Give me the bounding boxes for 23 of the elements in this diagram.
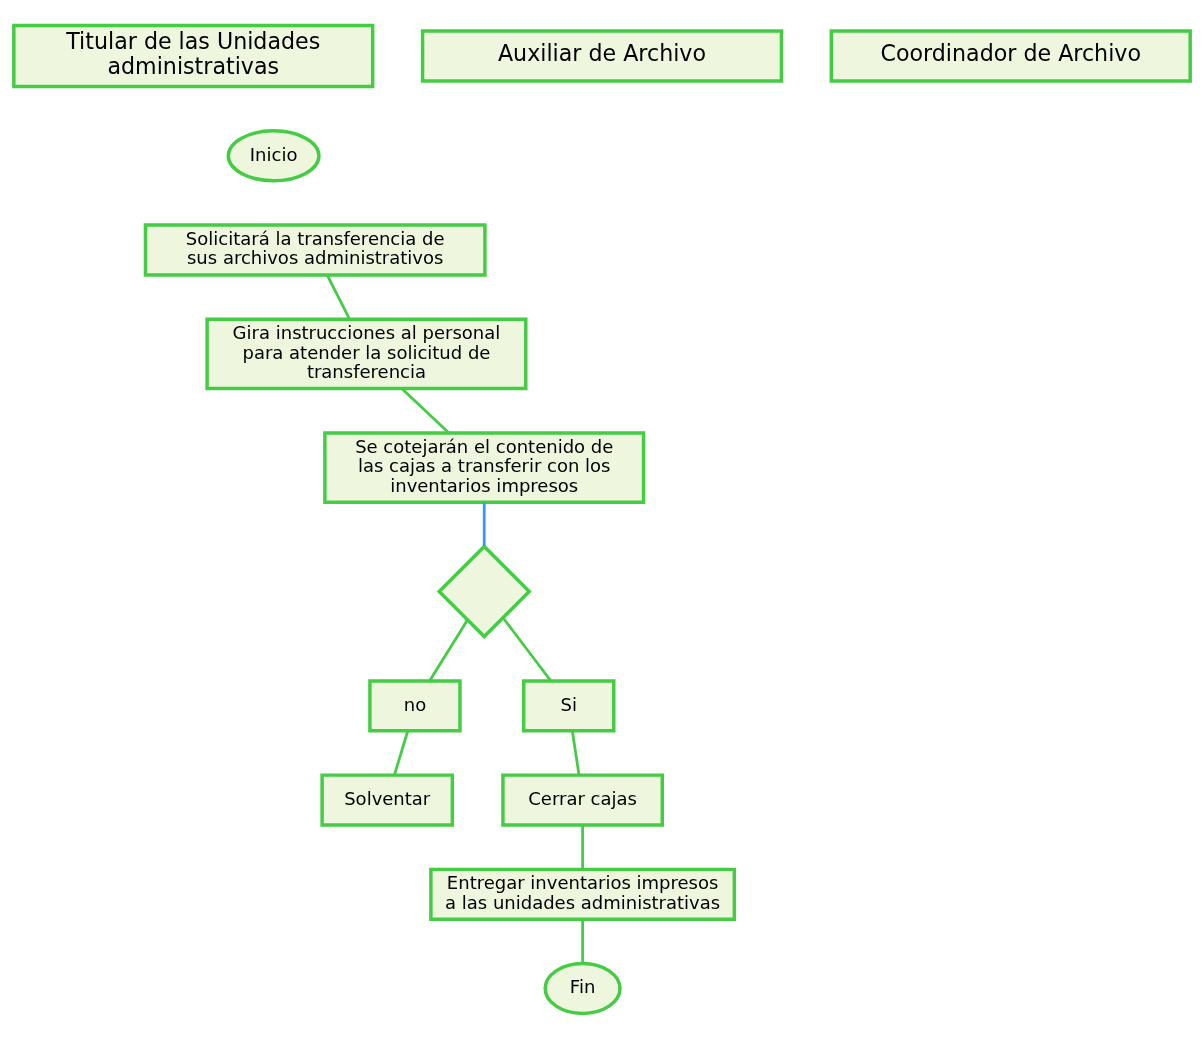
connector xyxy=(581,825,584,869)
node-ellipse: Fin xyxy=(543,961,622,1015)
connector xyxy=(326,274,351,320)
node-box: Solventar xyxy=(320,772,455,827)
node-box: Coordinador de Archivo xyxy=(829,28,1192,83)
node-box: Auxiliar de Archivo xyxy=(420,28,784,83)
connector xyxy=(393,730,409,775)
node-box: no xyxy=(368,678,462,733)
node-ellipse: Inicio xyxy=(226,128,321,182)
node-box: Solicitará la transferencia de sus archivos administrativos xyxy=(143,222,487,277)
node-box: Se cotejarán el contenido de las cajas a transferir con los inventarios impresos xyxy=(323,430,646,504)
connector xyxy=(502,616,552,682)
node-box: Si xyxy=(522,678,616,733)
connector xyxy=(581,919,584,963)
node-diamond xyxy=(436,543,532,639)
connector xyxy=(428,618,469,681)
connector xyxy=(571,730,581,775)
node-box: Gira instrucciones al personal para atender la solicitud de transferencia xyxy=(205,317,528,390)
connector xyxy=(400,387,450,434)
connector xyxy=(482,502,486,546)
node-box: Cerrar cajas xyxy=(501,772,664,827)
node-box: Titular de las Unidades administrativas xyxy=(12,23,375,88)
node-box: Entregar inventarios impresos a las unidades administrativas xyxy=(429,867,737,921)
